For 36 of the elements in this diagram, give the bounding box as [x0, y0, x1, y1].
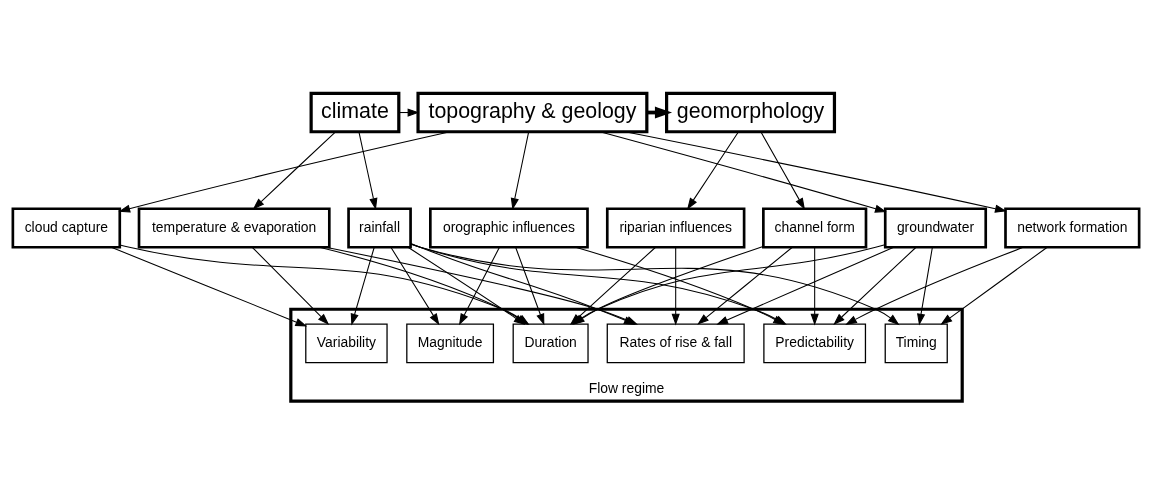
arrow: [760, 130, 805, 210]
node-box: Timing: [884, 323, 948, 363]
arrow: [833, 246, 917, 325]
node-box: Duration: [512, 323, 589, 363]
node-box: topography & geology: [416, 91, 649, 133]
arrow: [110, 246, 308, 326]
arrow: [671, 246, 680, 325]
arrow: [624, 130, 1007, 213]
node-box: temperature & evaporation: [137, 206, 331, 249]
node-box: groundwater: [883, 206, 988, 249]
arrow: [459, 246, 500, 325]
node-box: orographic influences: [429, 206, 589, 249]
node-box: rainfall: [347, 206, 412, 249]
arrow: [251, 246, 330, 325]
arrow: [687, 130, 740, 210]
arrow: [358, 130, 378, 210]
node-box: cloud capture: [11, 206, 122, 249]
arrow: [510, 130, 530, 210]
node-box: channel form: [762, 206, 868, 249]
node-box: Predictability: [763, 323, 867, 363]
node-box: Rates of rise & fall: [606, 323, 745, 363]
arrow: [917, 246, 933, 325]
arrow: [940, 246, 1048, 325]
arrow: [599, 130, 887, 213]
arrow: [845, 246, 1024, 325]
arrow: [390, 246, 440, 325]
arrow: [118, 130, 451, 213]
node-box: Magnitude: [406, 323, 495, 363]
node-box: network formation: [1004, 206, 1141, 249]
node-box: geomorphology: [665, 91, 837, 133]
node-box: Variability: [305, 323, 388, 363]
arrow: [252, 130, 337, 209]
node-box: climate: [309, 91, 401, 133]
arrow: [810, 246, 819, 325]
node-box: riparian influences: [605, 206, 746, 249]
arrow: [350, 246, 375, 325]
